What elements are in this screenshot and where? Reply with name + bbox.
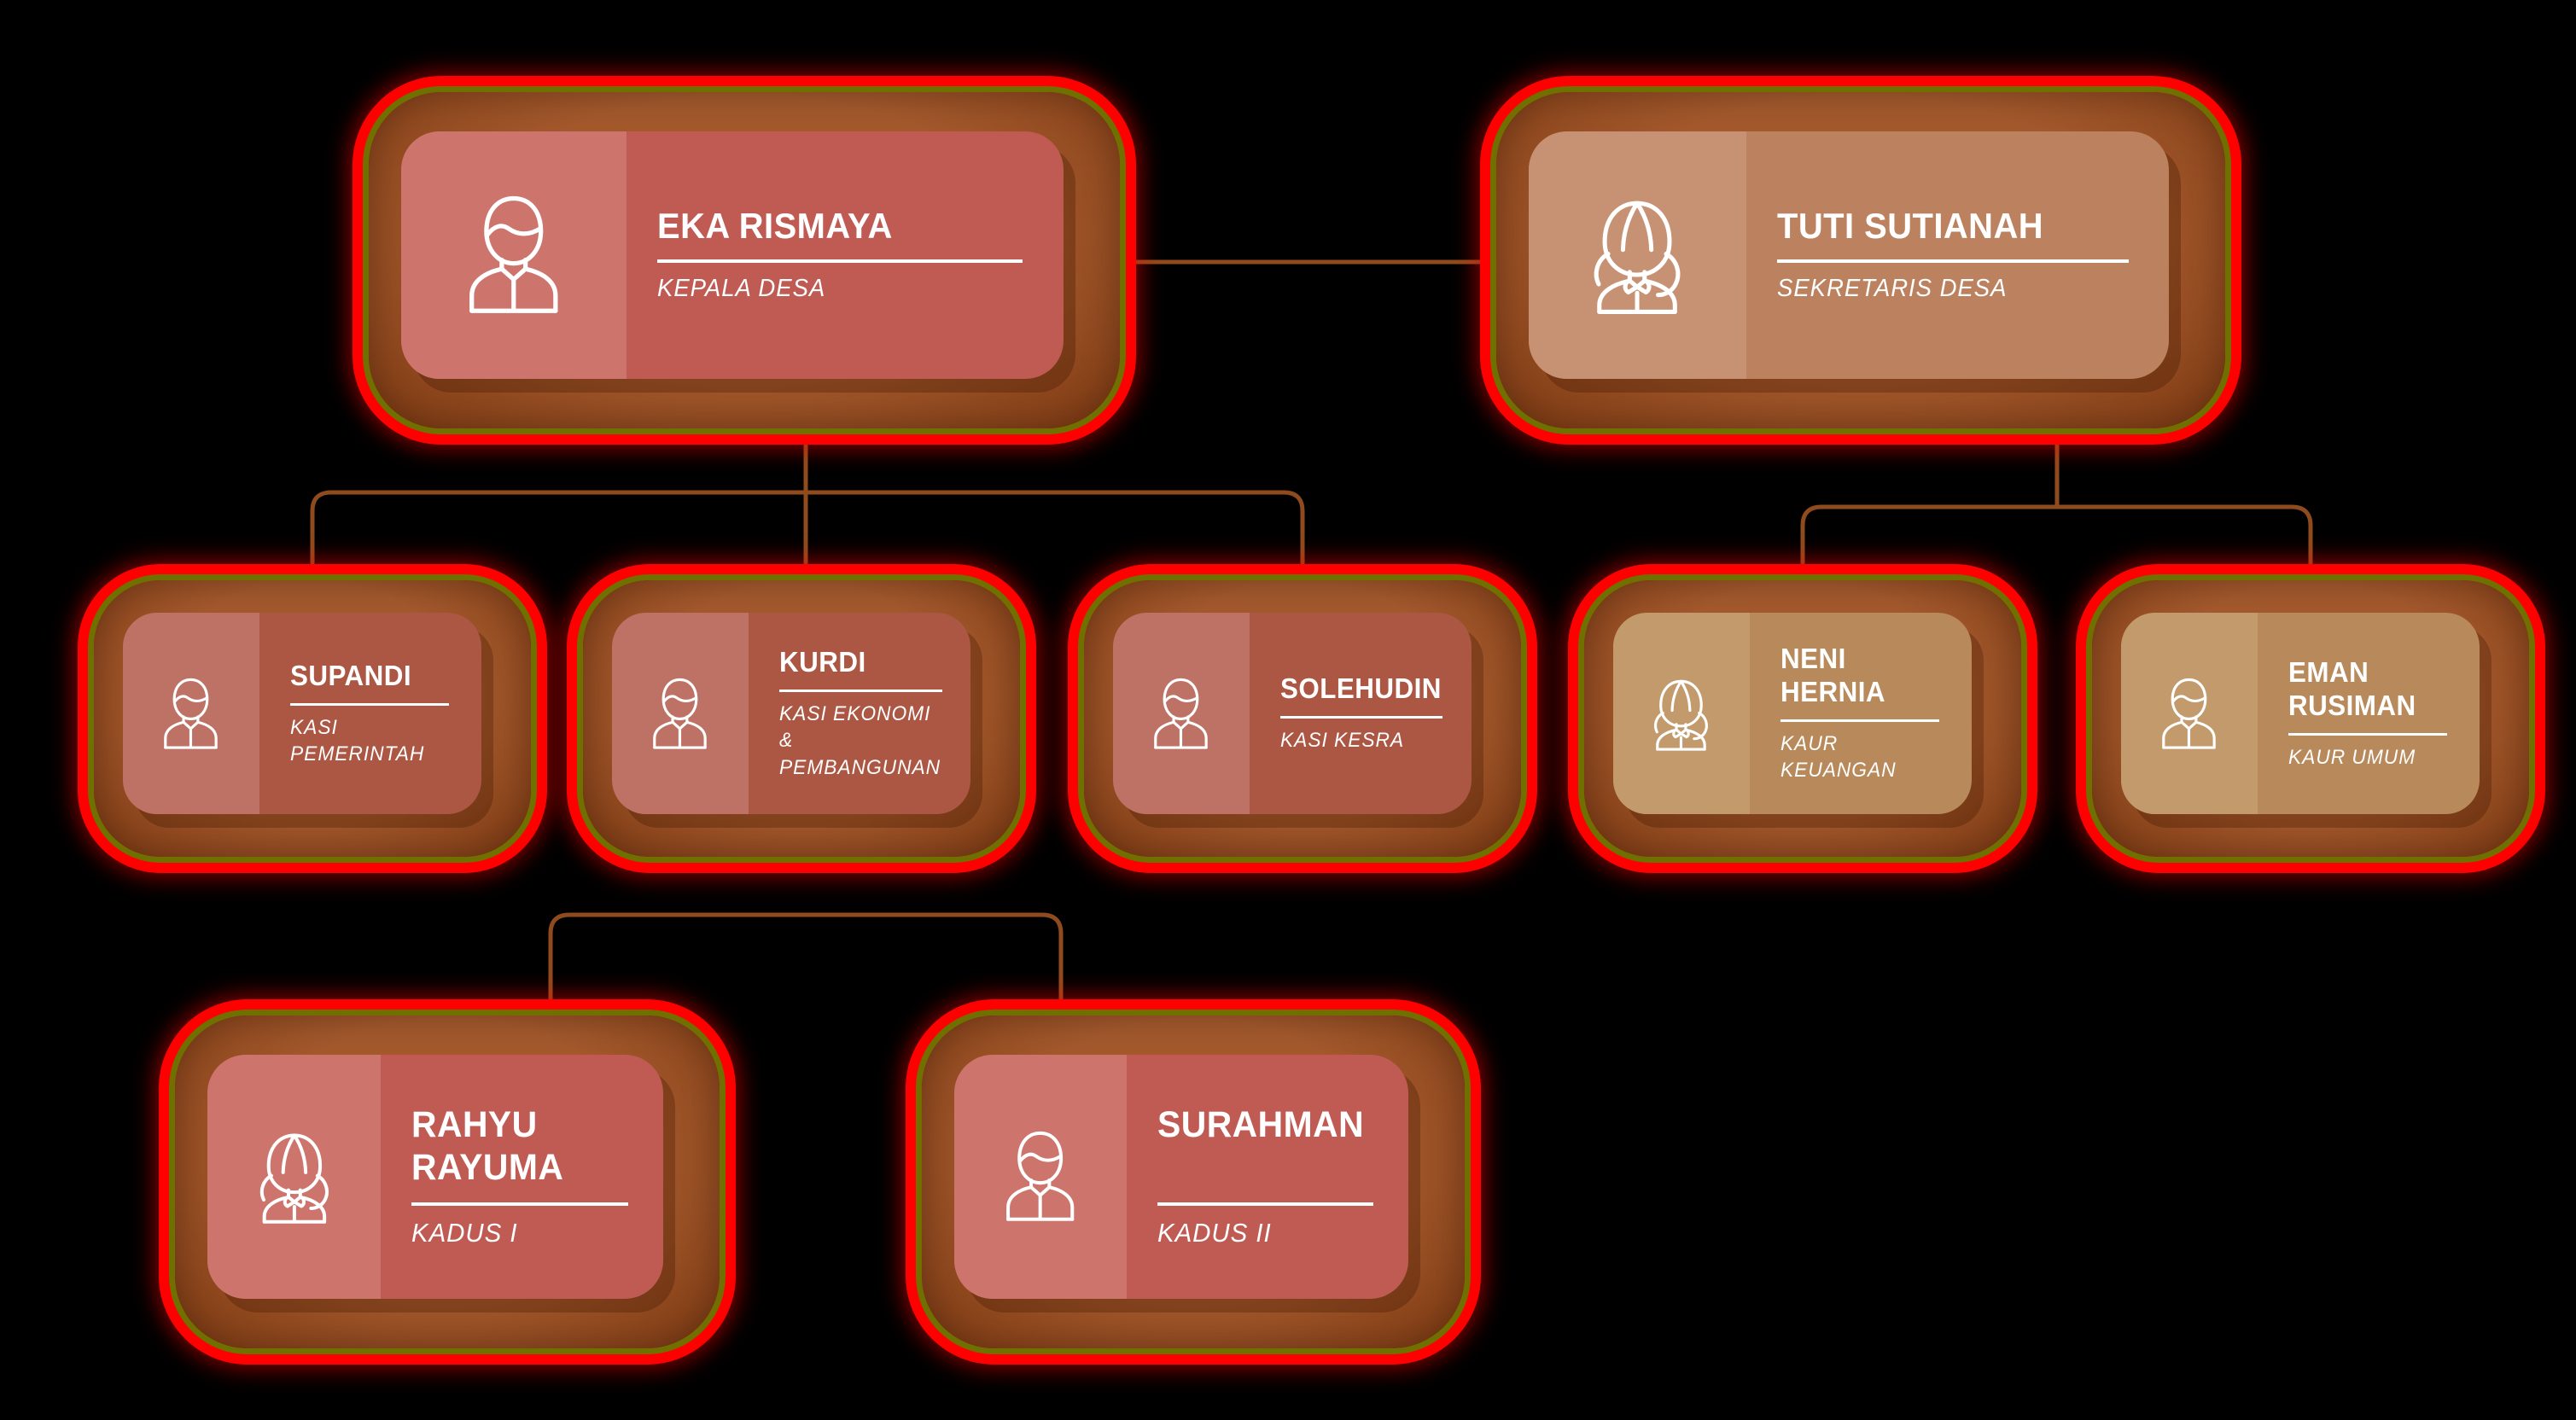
org-card-kadus-2[interactable]: SURAHMAN KADUS II [922, 1016, 1465, 1348]
name-underline [2288, 732, 2448, 736]
avatar-panel [1113, 613, 1250, 814]
person-title: KASI KESRA [1279, 729, 1404, 753]
male-avatar-icon [164, 678, 219, 749]
name-underline [289, 702, 450, 706]
person-name: EKA RISMAYA [656, 205, 893, 246]
connector-kadus-rail [548, 912, 1064, 1011]
org-card-kaur-keuangan[interactable]: NENI HERNIA KAUR KEUANGAN [1584, 580, 2021, 857]
avatar-panel [401, 131, 627, 379]
name-underline [1279, 716, 1443, 719]
org-card-sekretaris-desa[interactable]: TUTI SUTIANAH SEKRETARIS DESA [1496, 92, 2225, 428]
female-avatar-icon [1654, 679, 1709, 751]
female-avatar-icon [1570, 188, 1705, 323]
org-card-kasi-ekonomi[interactable]: KURDI KASI EKONOMI & PEMBANGUNAN [583, 580, 1020, 857]
avatar-panel [2121, 613, 2258, 814]
person-title: KEPALA DESA [656, 275, 826, 303]
connector-tuti-children-rail [1800, 504, 2313, 570]
avatar-panel [954, 1055, 1128, 1299]
person-title: SEKRETARIS DESA [1777, 275, 2008, 303]
male-avatar-icon [2162, 678, 2217, 749]
name-underline [778, 690, 942, 693]
avatar-panel [123, 613, 259, 814]
person-name: RAHYU RAYUMA [411, 1103, 564, 1189]
avatar-panel [1613, 613, 1750, 814]
connector-eka-children-rail [310, 490, 1305, 570]
org-card-kasi-kesra[interactable]: SOLEHUDIN KASI KESRA [1084, 580, 1521, 857]
male-avatar-icon [987, 1123, 1093, 1230]
person-title: KAUR UMUM [2288, 745, 2416, 769]
org-card-kepala-desa[interactable]: EKA RISMAYA KEPALA DESA [369, 92, 1120, 428]
person-title: KASI PEMERINTAH [289, 715, 424, 765]
org-card-kadus-1[interactable]: RAHYU RAYUMA KADUS I [175, 1016, 720, 1348]
male-avatar-icon [444, 185, 584, 325]
person-name: SOLEHUDIN [1279, 672, 1442, 705]
person-title: KADUS II [1157, 1218, 1272, 1248]
person-name: NENI HERNIA [1780, 643, 1885, 708]
person-title: KASI EKONOMI & PEMBANGUNAN [778, 702, 941, 779]
name-underline [1777, 259, 2129, 264]
person-name: SUPANDI [289, 659, 411, 691]
name-underline [1780, 719, 1940, 723]
avatar-panel [1529, 131, 1746, 379]
name-underline [656, 259, 1023, 264]
person-name: EMAN RUSIMAN [2288, 655, 2416, 721]
person-name: TUTI SUTIANAH [1777, 205, 2044, 246]
person-title: KADUS I [411, 1218, 518, 1248]
name-underline [1157, 1202, 1374, 1207]
male-avatar-icon [1154, 678, 1209, 749]
avatar-panel [207, 1055, 381, 1299]
person-title: KAUR KEUANGAN [1780, 732, 1897, 783]
person-name: SURAHMAN [1157, 1103, 1365, 1145]
person-name: KURDI [778, 646, 866, 678]
org-card-kaur-umum[interactable]: EMAN RUSIMAN KAUR UMUM [2092, 580, 2529, 857]
name-underline [411, 1202, 629, 1207]
avatar-panel [612, 613, 749, 814]
female-avatar-icon [241, 1123, 348, 1231]
org-card-kasi-pemerintah[interactable]: SUPANDI KASI PEMERINTAH [94, 580, 531, 857]
male-avatar-icon [653, 678, 708, 749]
